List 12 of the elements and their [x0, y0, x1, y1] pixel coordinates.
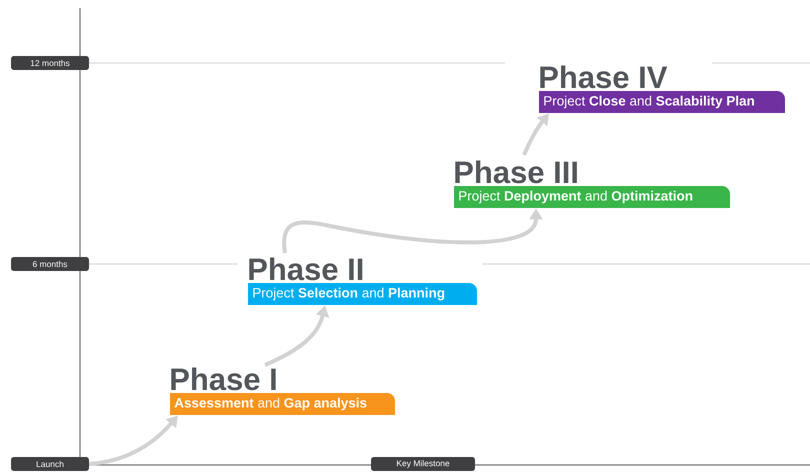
axis-label: Key Milestone [371, 457, 475, 471]
phase-heading: Phase II [249, 258, 362, 280]
phase-banner: Project Selection and Planning [248, 283, 477, 305]
phase-banner: Assessment and Gap analysis [170, 393, 395, 415]
phase-heading: Phase III [455, 160, 577, 184]
phase-banner: Project Close and Scalability Plan [539, 91, 785, 113]
phase-heading: Phase IV [540, 66, 668, 88]
axis-label: 6 months [11, 257, 89, 271]
phase-heading: Phase I [171, 368, 276, 390]
axis-label: Launch [11, 457, 89, 471]
axis-label: 12 months [11, 56, 89, 70]
phase-banner: Project Deployment and Optimization [454, 186, 730, 208]
